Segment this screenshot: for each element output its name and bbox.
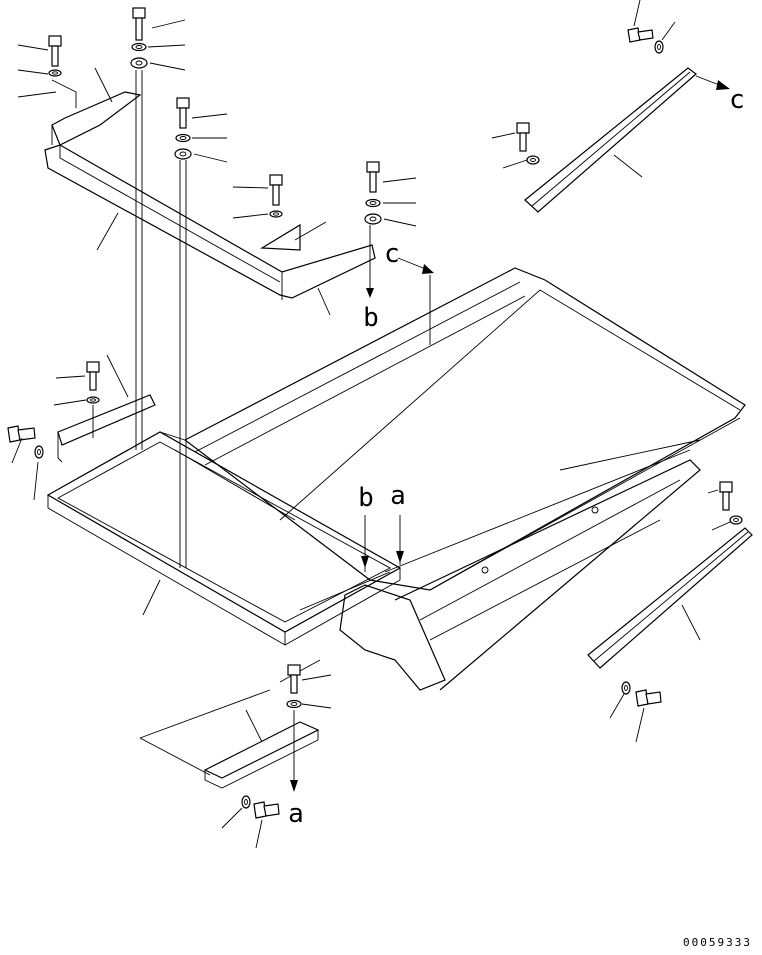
ref-label-c-upper: c bbox=[729, 85, 745, 115]
triangle-gusset bbox=[260, 223, 301, 251]
bottom-plate bbox=[139, 659, 321, 789]
bolt-icon bbox=[7, 425, 36, 443]
lower-right-rail bbox=[587, 527, 753, 669]
assembly-lines bbox=[92, 70, 431, 790]
washer-icon bbox=[654, 40, 664, 54]
washer-icon bbox=[241, 795, 251, 809]
bolt-icon bbox=[366, 161, 380, 193]
washer-group bbox=[34, 40, 743, 809]
arrow-icon bbox=[422, 264, 434, 274]
washer-icon bbox=[286, 699, 302, 709]
bolt-icon bbox=[176, 97, 190, 129]
bolt-icon bbox=[86, 361, 100, 391]
bolt-group bbox=[7, 7, 733, 819]
washer-icon bbox=[364, 213, 382, 225]
upper-l-frame bbox=[44, 144, 376, 300]
leader-lines bbox=[11, 0, 731, 849]
ref-label-a-lower: a bbox=[288, 799, 304, 829]
bolt-icon bbox=[635, 689, 662, 707]
washer-icon bbox=[34, 445, 44, 459]
bolt-icon bbox=[269, 174, 283, 206]
reference-labels: c c b b a a bbox=[288, 85, 745, 829]
washer-icon bbox=[175, 133, 191, 143]
washer-icon bbox=[729, 515, 743, 525]
bolt-icon bbox=[253, 801, 280, 819]
ref-label-b-upper: b bbox=[363, 303, 379, 333]
upper-right-rail bbox=[524, 67, 697, 213]
side-bracket-left bbox=[57, 394, 156, 463]
front-frame-assembly bbox=[339, 459, 701, 691]
bolt-icon bbox=[287, 664, 301, 694]
washer-icon bbox=[526, 155, 540, 165]
arrows bbox=[290, 75, 730, 792]
bolt-icon bbox=[132, 7, 146, 41]
bolt-icon bbox=[48, 35, 62, 67]
upper-left-bracket bbox=[51, 79, 142, 146]
washer-icon bbox=[131, 42, 147, 52]
washer-icon bbox=[48, 69, 62, 77]
bolt-icon bbox=[516, 122, 530, 152]
washer-icon bbox=[365, 198, 381, 208]
ref-label-a-upper: a bbox=[390, 481, 406, 511]
washer-icon bbox=[269, 210, 283, 218]
arrow-icon bbox=[716, 80, 730, 90]
washer-icon bbox=[174, 148, 192, 160]
arrow-icon bbox=[290, 780, 298, 792]
ref-label-b-lower: b bbox=[358, 483, 374, 513]
tray-frame bbox=[46, 431, 402, 646]
washer-icon bbox=[130, 57, 148, 69]
bolt-icon bbox=[719, 481, 733, 511]
arrow-icon bbox=[361, 556, 369, 568]
ref-label-c-mid: c bbox=[384, 239, 400, 269]
chute-panel bbox=[183, 267, 746, 591]
washer-icon bbox=[621, 681, 631, 695]
arrow-icon bbox=[366, 288, 374, 298]
bolt-icon bbox=[627, 27, 654, 43]
arrow-icon bbox=[396, 551, 404, 563]
drawing-number: 00059333 bbox=[683, 936, 752, 949]
washer-icon bbox=[86, 396, 100, 404]
